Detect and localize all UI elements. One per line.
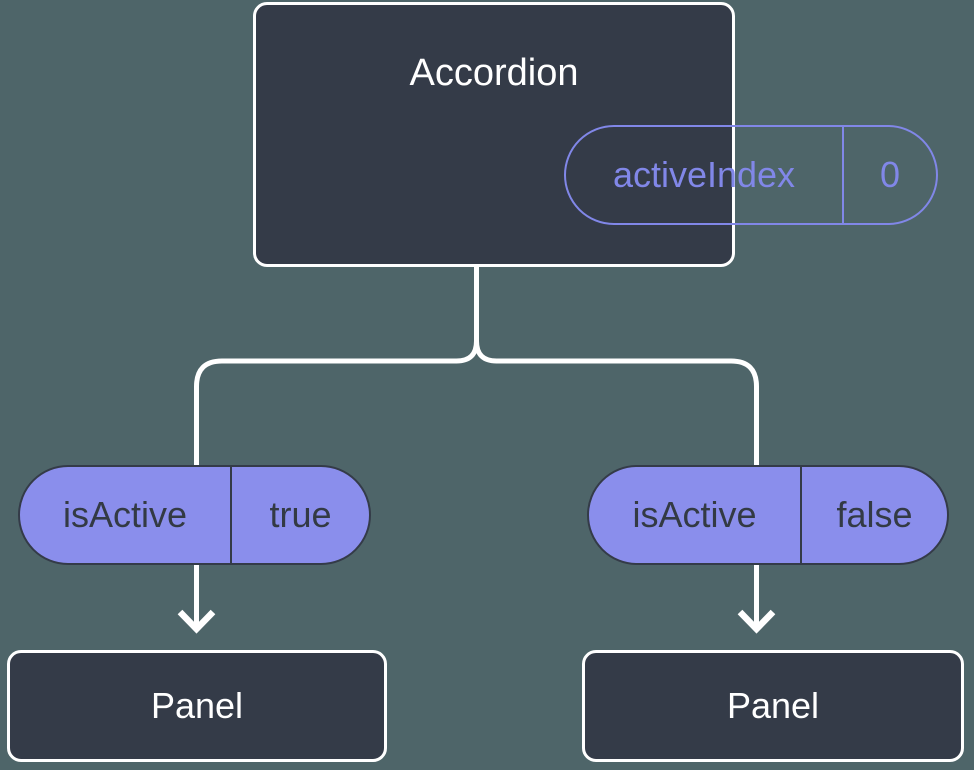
prop-pill-right: isActive false — [587, 465, 949, 565]
panel-node-right: Panel — [582, 650, 964, 762]
accordion-node-title: Accordion — [409, 52, 579, 94]
prop-pill-left: isActive true — [18, 465, 371, 565]
prop-left-value-label: true — [269, 494, 332, 535]
prop-right-name-label: isActive — [589, 467, 802, 563]
panel-left-title: Panel — [150, 685, 244, 726]
arrow-left-head-icon — [177, 609, 216, 634]
panel-node-left: Panel — [7, 650, 387, 762]
panel-right-title: Panel — [726, 685, 820, 726]
accordion-node: Accordion activeIndex 0 — [253, 2, 938, 267]
prop-right-value-label: false — [836, 494, 913, 535]
arrow-right-head-icon — [737, 609, 776, 634]
prop-left-name-label: isActive — [20, 467, 232, 563]
state-name-label: activeIndex — [566, 127, 844, 223]
connector-root-to-right-panel — [474, 260, 759, 467]
state-value-label: 0 — [879, 154, 901, 195]
state-pill: activeIndex 0 — [564, 125, 938, 225]
connector-root-to-left-panel — [194, 260, 479, 467]
